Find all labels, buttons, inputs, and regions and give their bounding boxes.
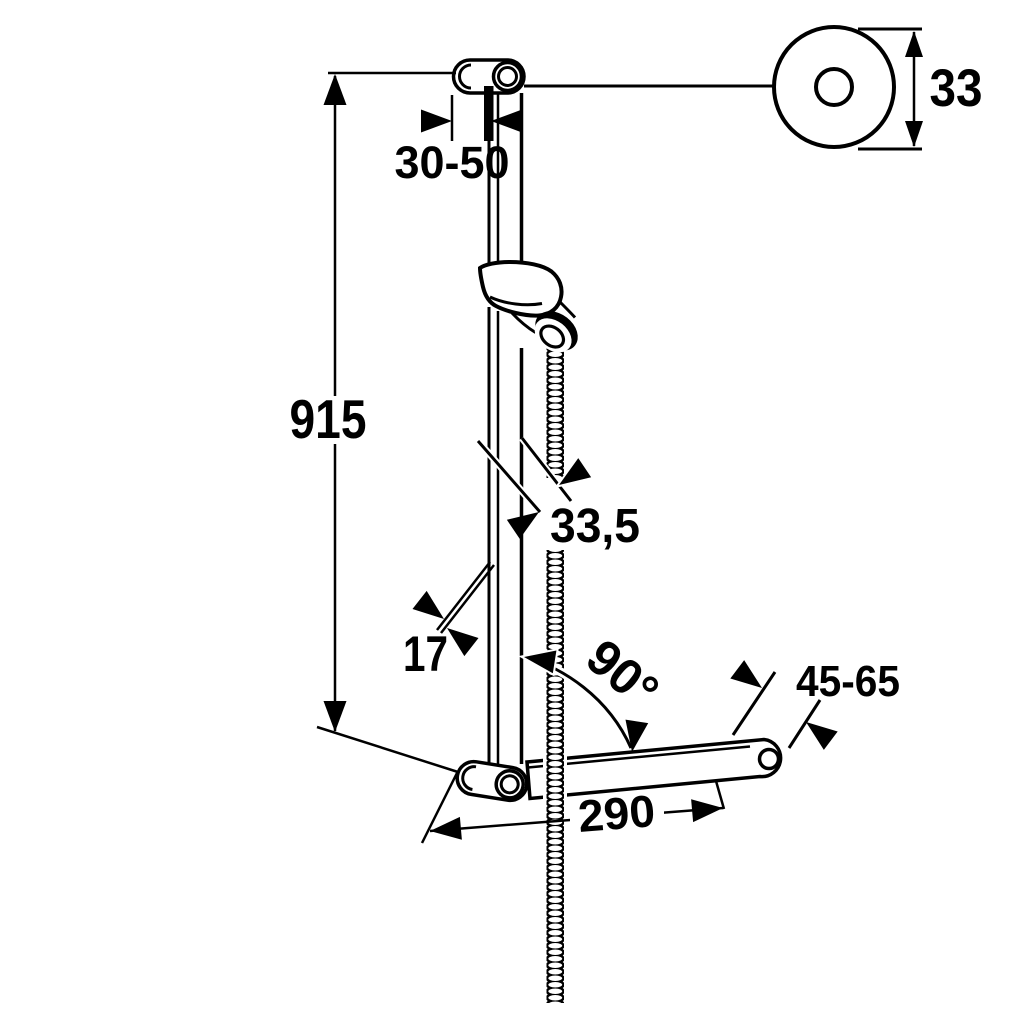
dim-33 <box>858 27 923 151</box>
shower-holder <box>477 259 578 353</box>
wall-bracket-bottom <box>455 759 529 803</box>
dim-915 <box>316 71 459 774</box>
holder-knob <box>534 311 578 353</box>
label-arm-length: 290 <box>576 785 657 842</box>
wall-flange <box>772 25 896 149</box>
dim-90 <box>518 647 649 752</box>
label-rail-profile-depth: 33,5 <box>550 500 640 553</box>
bracket-stem <box>484 86 494 141</box>
wall-bracket-top <box>451 58 526 141</box>
label-flange-diameter: 33 <box>930 59 983 118</box>
label-wall-distance: 30-50 <box>395 137 510 188</box>
dim-33-5 <box>475 435 654 550</box>
label-rail-profile-width: 17 <box>403 626 448 682</box>
label-rail-height: 915 <box>290 388 367 450</box>
dim-17 <box>412 561 495 657</box>
bottom-arm <box>525 737 783 801</box>
dim-30-50 <box>421 95 522 141</box>
dim-45-65 <box>730 660 838 750</box>
dim-290 <box>420 770 726 844</box>
label-arm-end-offset: 45-65 <box>796 657 900 706</box>
